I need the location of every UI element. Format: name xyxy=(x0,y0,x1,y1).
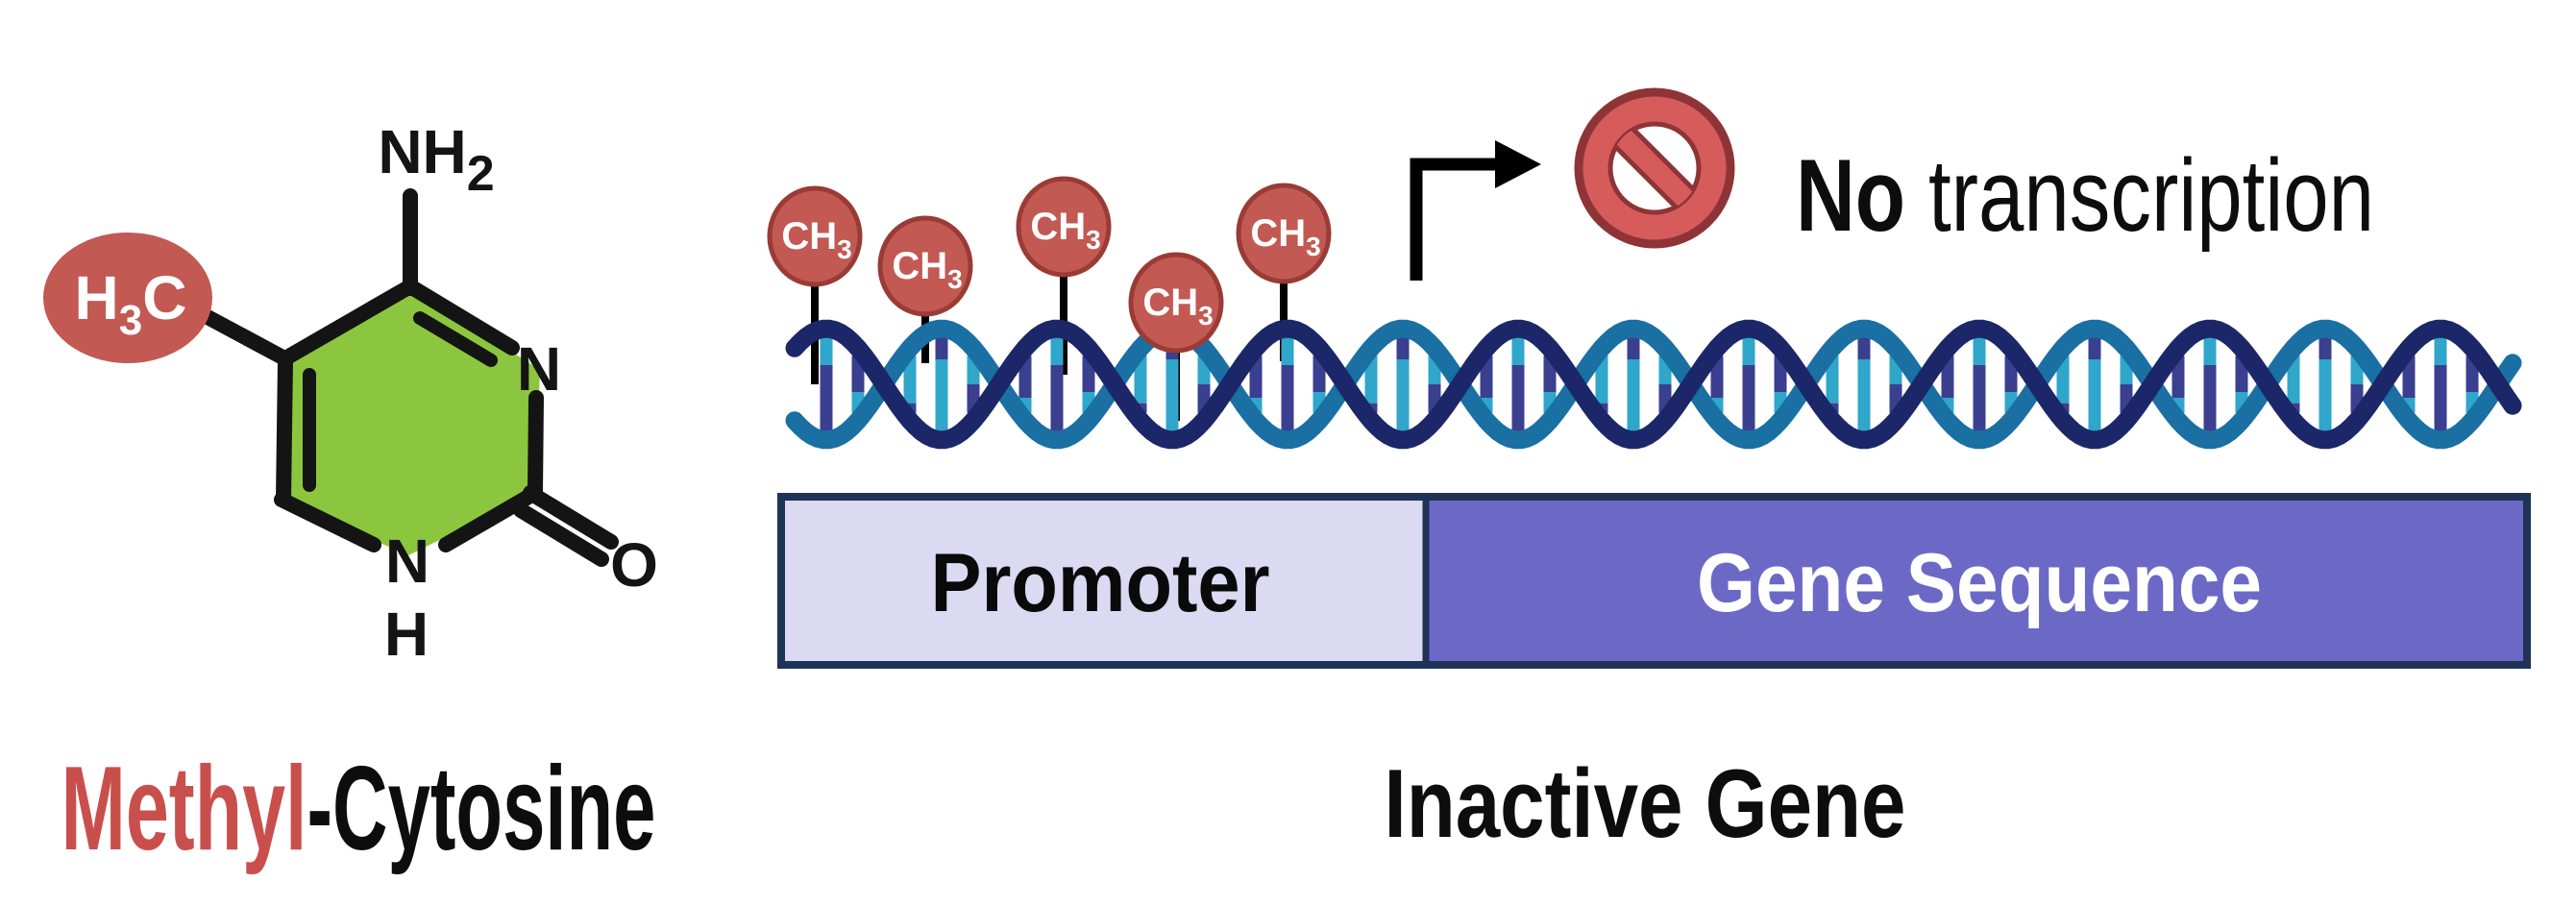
svg-text:CH3: CH3 xyxy=(1142,282,1213,331)
promoter-box xyxy=(781,497,1426,665)
base-pair-rung xyxy=(1511,365,1525,432)
base-pair-rung xyxy=(2203,336,2217,365)
transcription-start-arrow-icon xyxy=(1410,140,1541,281)
inactive-gene-caption: Inactive Gene xyxy=(1385,750,1906,858)
base-pair-rung xyxy=(1281,336,1294,365)
base-pair-rung xyxy=(1857,359,1871,432)
ring-edge-left xyxy=(276,353,293,507)
base-pair-rung xyxy=(1050,365,1064,432)
methyl-ellipse xyxy=(43,233,212,363)
base-pair-rung xyxy=(820,365,833,432)
dna-strand-dark xyxy=(785,319,2522,450)
base-pair-rung xyxy=(2088,359,2101,432)
base-pair-rung xyxy=(903,355,917,404)
ring-edge-right xyxy=(527,390,544,501)
methyl-group-ball: CH3 xyxy=(1236,183,1332,284)
oxygen-label: O xyxy=(610,530,658,600)
base-pair-rung xyxy=(1281,365,1294,432)
base-pair-rung xyxy=(2434,336,2447,365)
base-pair-rung xyxy=(1050,336,1064,365)
base-pair-rung xyxy=(820,336,833,365)
dna-helix xyxy=(785,319,2522,450)
base-pair-rung xyxy=(2318,336,2332,359)
gene-sequence-box xyxy=(1426,497,2527,665)
base-pair-rung xyxy=(1973,336,1986,365)
base-pair-rung xyxy=(1511,336,1525,365)
carbonyl-bond-b xyxy=(513,503,609,567)
ring-edge-lower-left xyxy=(274,492,381,552)
methyl-cytosine-structure: H3C NH2 N N H O Methyl-Cytosine xyxy=(43,117,658,875)
base-pair-rung xyxy=(1973,365,1986,432)
base-nitrogen-label: N xyxy=(385,527,429,596)
base-pair-rung xyxy=(1627,336,1640,359)
base-pair-rung xyxy=(1742,365,1755,432)
ring-edge-upper-left xyxy=(278,279,418,366)
base-pair-rung xyxy=(935,336,948,359)
base-pair-rung xyxy=(2088,336,2101,359)
bond-lines xyxy=(200,188,619,567)
base-pair-rung xyxy=(1742,336,1755,365)
amine-label: NH2 xyxy=(378,117,494,202)
double-bond-inner-right xyxy=(413,311,498,367)
base-pair-rung xyxy=(1134,355,1147,404)
base-pair-rung xyxy=(2056,355,2070,404)
base-pair-rung xyxy=(1826,355,1839,404)
methyl-group-ball: CH3 xyxy=(877,215,973,317)
base-hydrogen-label: H xyxy=(384,600,429,669)
ring-edge-lower-right xyxy=(438,485,543,552)
base-pair-rung xyxy=(1857,336,1871,359)
methyl-balls: CH3 CH3 CH3 CH3 CH3 xyxy=(767,176,1332,354)
svg-text:CH3: CH3 xyxy=(781,215,851,264)
base-pair-rung xyxy=(1595,355,1608,404)
promoter-label: Promoter xyxy=(931,537,1270,629)
methyl-bond xyxy=(200,309,294,367)
ring-nitrogen-label: N xyxy=(517,334,561,404)
svg-text:CH3: CH3 xyxy=(1250,212,1320,261)
svg-text:CH3: CH3 xyxy=(892,245,962,294)
molecule-caption: Methyl-Cytosine xyxy=(61,743,656,875)
methyl-group-ball: CH3 xyxy=(1016,176,1112,278)
base-pair-rung xyxy=(2203,365,2217,432)
methylated-dna: CH3 CH3 CH3 CH3 CH3 xyxy=(767,176,2522,450)
methyl-group-ball: CH3 xyxy=(1128,252,1224,354)
dna-strand-light xyxy=(785,319,2522,450)
base-pair-rung xyxy=(2434,365,2447,432)
ring-edge-upper-right xyxy=(403,279,520,355)
base-pair-rung xyxy=(1627,359,1640,432)
base-pair-rung xyxy=(2287,355,2300,404)
base-pair-rung xyxy=(1396,359,1410,432)
base-pair-rung xyxy=(1364,355,1378,404)
base-pair-rung xyxy=(1165,359,1179,432)
gene-sequence-label: Gene Sequence xyxy=(1697,537,2262,629)
no-entry-icon xyxy=(1574,87,1735,249)
region-outline xyxy=(777,493,2531,669)
methyl-ellipse-label: H3C xyxy=(75,263,187,344)
carbonyl-bond-a xyxy=(523,485,619,550)
svg-text:CH3: CH3 xyxy=(1030,206,1100,255)
gene-region-bar: Promoter Gene Sequence xyxy=(777,493,2531,669)
base-pair-rung xyxy=(935,359,948,432)
methyl-group-ball: CH3 xyxy=(767,185,863,287)
base-pair-rung xyxy=(1396,336,1410,359)
base-pair-rung xyxy=(2318,359,2332,432)
